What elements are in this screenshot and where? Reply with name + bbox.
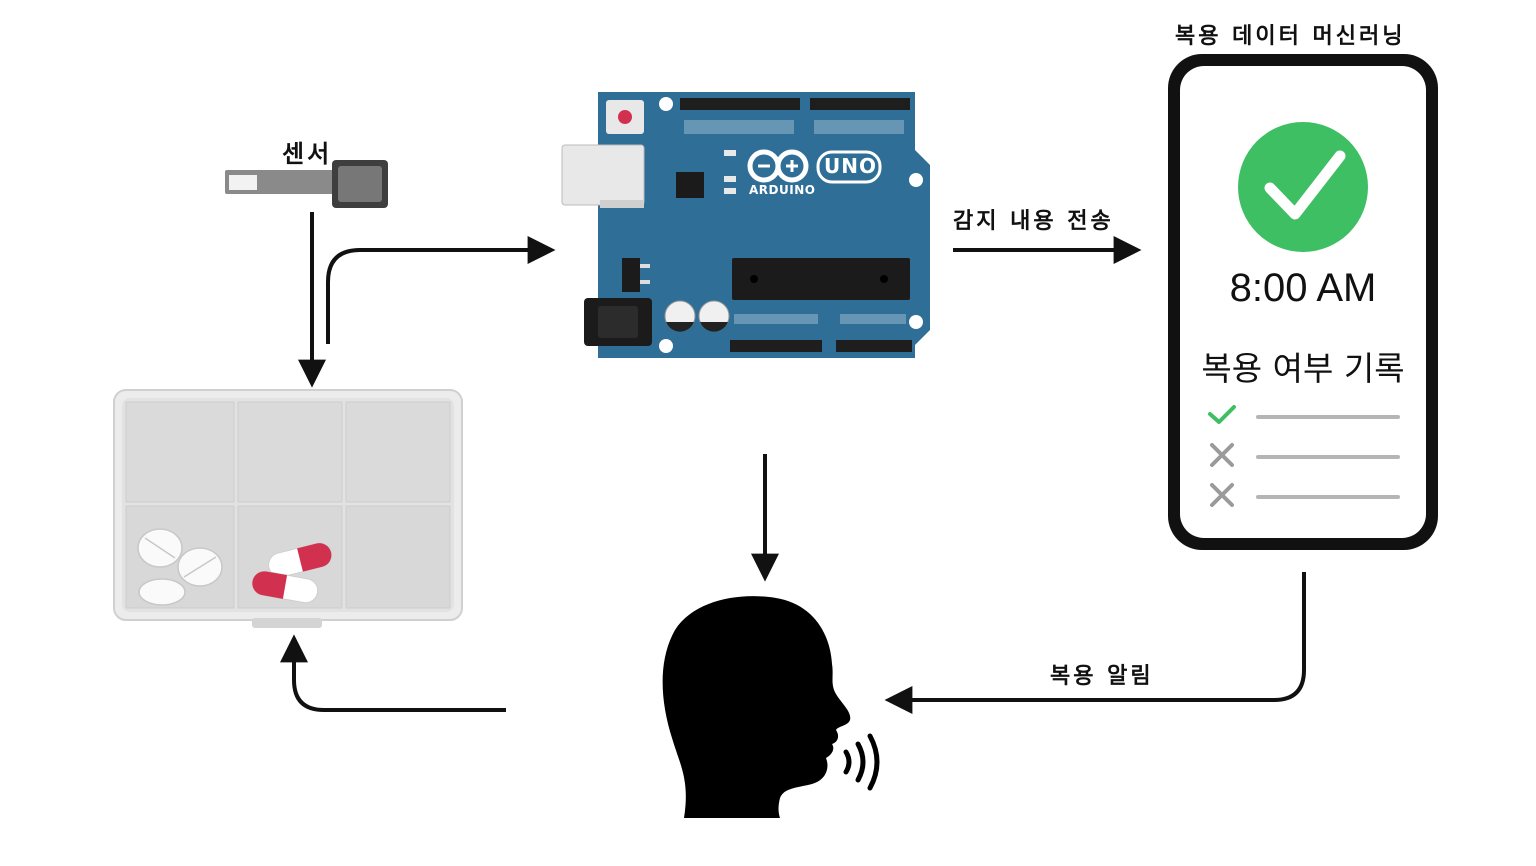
arduino-model-text: UNO [824,154,877,178]
big-check-icon [1238,122,1368,252]
speaking-head-icon [662,596,880,818]
smartphone [1168,54,1438,550]
sensor-label: 센서 [282,140,333,168]
ml-title-label: 복용 데이터 머신러닝 [1175,24,1406,49]
check-icon [1208,405,1236,424]
record-row [1210,483,1400,507]
phone-record-title: 복용 여부 기록 [1201,349,1405,388]
notify-label: 복용 알림 [1050,664,1154,689]
x-icon [1210,443,1234,467]
phone-to-head-arrow [884,572,1306,714]
phone-time: 8:00 AM [1229,266,1377,310]
arduino-logo-icon [747,149,809,183]
record-row [1210,443,1400,467]
x-icon [1210,483,1234,507]
tablet-pills [137,528,223,606]
capsule-pills [251,542,332,604]
record-row [1208,405,1400,424]
transmit-label: 감지 내용 전송 [953,209,1114,234]
arduino-brand-text: ARDUINO [749,183,816,197]
box-to-arduino-arrow [326,236,556,344]
arduino-board [561,92,930,358]
pill-box [113,389,463,628]
head-to-box-arrow [280,634,506,712]
sensor-device [225,160,388,208]
